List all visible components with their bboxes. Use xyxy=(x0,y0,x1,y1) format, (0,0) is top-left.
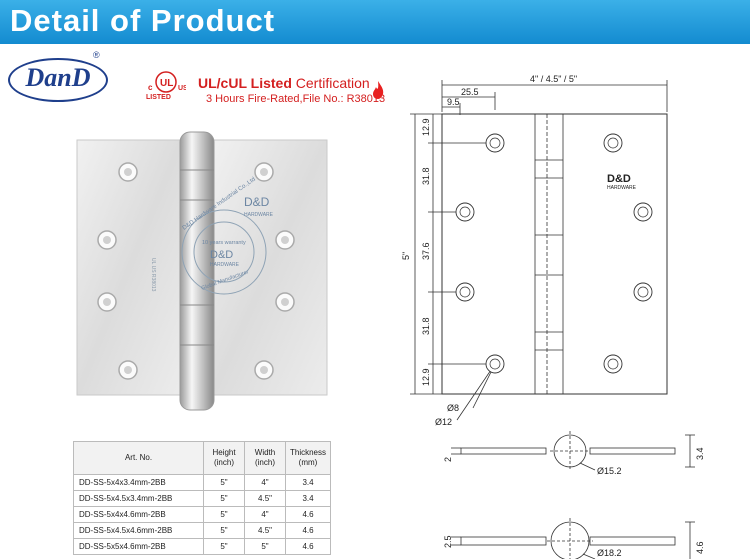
dim-9-5: 9.5 xyxy=(447,97,460,107)
cell-width: 5" xyxy=(244,538,286,555)
cell-width: 4.5" xyxy=(244,522,286,539)
seal-brand-sub: HARDWARE xyxy=(210,262,240,268)
hole-d12: Ø12 xyxy=(435,417,452,427)
section1-leaf: 2 xyxy=(443,457,453,462)
svg-text:UL: UL xyxy=(160,78,173,89)
cell-art-no: DD-SS-5x4x4.6mm-2BB xyxy=(73,506,204,523)
cell-height: 5" xyxy=(203,490,245,507)
product-photo: D&D HARDWARE D&D Hardware Industrial Co.… xyxy=(76,131,328,411)
cell-height: 5" xyxy=(203,474,245,491)
cell-thickness: 4.6 xyxy=(285,522,331,539)
header-height: Height (inch) xyxy=(203,441,245,475)
ul-listed-text: UL/cUL Listed xyxy=(198,75,292,91)
height-label: 5" xyxy=(401,252,411,260)
cell-art-no: DD-SS-5x5x4.6mm-2BB xyxy=(73,538,204,555)
ul-certification-icon: c UL US xyxy=(148,71,186,93)
hole-d8: Ø8 xyxy=(447,403,459,413)
cell-thickness: 4.6 xyxy=(285,506,331,523)
spec-table: Art. No. Height (inch) Width (inch) Thic… xyxy=(73,441,331,555)
section2-total: 4.6 xyxy=(695,541,705,554)
header-art-no: Art. No. xyxy=(73,441,204,475)
header-banner: Detail of Product xyxy=(0,0,750,44)
brand-logo-text: DanD xyxy=(25,63,91,92)
vdim-3: 37.6 xyxy=(421,242,431,260)
certification-text: Certification xyxy=(295,75,370,91)
cell-art-no: DD-SS-5x4.5x3.4mm-2BB xyxy=(73,490,204,507)
drawing-brand: D&D xyxy=(607,173,631,185)
width-label: 4" / 4.5" / 5" xyxy=(530,74,577,84)
cell-height: 5" xyxy=(203,538,245,555)
cell-width: 4.5" xyxy=(244,490,286,507)
photo-brand: D&D xyxy=(244,195,270,209)
section1-knuckle: Ø15.2 xyxy=(597,466,622,476)
ul-stamp: UL US R38013 xyxy=(150,258,156,292)
section1-total: 3.4 xyxy=(695,447,705,460)
drawing-brand-sub: HARDWARE xyxy=(607,185,637,191)
cell-art-no: DD-SS-5x4x3.4mm-2BB xyxy=(73,474,204,491)
svg-text:c: c xyxy=(148,83,153,92)
cell-width: 4" xyxy=(244,506,286,523)
page-title: Detail of Product xyxy=(10,3,276,38)
flame-icon xyxy=(373,81,384,99)
table-header-row: Art. No. Height (inch) Width (inch) Thic… xyxy=(73,441,331,475)
vdim-2: 31.8 xyxy=(421,167,431,185)
dim-25-5: 25.5 xyxy=(461,87,479,97)
header-width: Width (inch) xyxy=(244,441,286,475)
cell-height: 5" xyxy=(203,522,245,539)
svg-text:US: US xyxy=(178,85,186,92)
cell-thickness: 4.6 xyxy=(285,538,331,555)
cell-width: 4" xyxy=(244,474,286,491)
seal-brand: D&D xyxy=(210,249,233,261)
technical-drawing: 4" / 4.5" / 5" 25.5 9.5 5" 12.9 31.8 37.… xyxy=(401,74,705,559)
ul-listed-mark: LISTED xyxy=(146,94,171,101)
section2-knuckle: Ø18.2 xyxy=(597,548,622,558)
cell-thickness: 3.4 xyxy=(285,474,331,491)
brand-logo: DanD xyxy=(8,58,108,102)
fire-rating-text: 3 Hours Fire-Rated,File No.: R38013 xyxy=(206,93,386,105)
vdim-1: 12.9 xyxy=(421,118,431,136)
photo-brand-sub: HARDWARE xyxy=(244,212,274,218)
cell-art-no: DD-SS-5x4.5x4.6mm-2BB xyxy=(73,522,204,539)
section2-leaf: 2.5 xyxy=(443,535,453,548)
header-thickness: Thickness (mm) xyxy=(285,441,331,475)
vdim-4: 31.8 xyxy=(421,317,431,335)
seal-warranty-text: 10 years warranty xyxy=(202,240,246,246)
vdim-5: 12.9 xyxy=(421,368,431,386)
cell-thickness: 3.4 xyxy=(285,490,331,507)
registered-mark: ® xyxy=(93,50,100,60)
ul-listed-line: UL/cUL Listed Certification xyxy=(198,75,370,91)
cell-height: 5" xyxy=(203,506,245,523)
